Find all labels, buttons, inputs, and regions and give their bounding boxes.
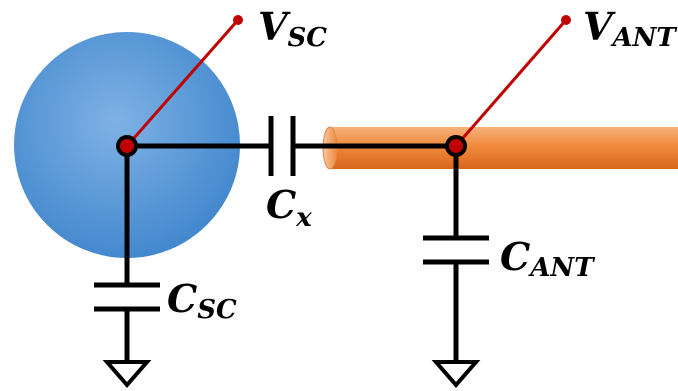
voltage-probes bbox=[125, 19, 568, 147]
ground-symbol-ant bbox=[431, 360, 481, 389]
label-v-ant: VANT bbox=[583, 4, 677, 53]
probe-tip-vant bbox=[561, 15, 571, 25]
label-v-sc: VSC bbox=[258, 4, 327, 53]
label-c-ant: CANT bbox=[500, 234, 595, 283]
probe-tip-vsc bbox=[233, 15, 243, 25]
capacitor-csc bbox=[94, 282, 160, 312]
label-c-x: Cx bbox=[266, 182, 312, 233]
ground-symbol-sc bbox=[102, 360, 152, 389]
capacitor-cx bbox=[268, 116, 296, 176]
label-c-sc: CSC bbox=[167, 276, 237, 325]
wires bbox=[124, 143, 459, 362]
node-ant bbox=[445, 135, 467, 157]
capacitor-cant bbox=[423, 235, 489, 265]
node-sc bbox=[116, 135, 138, 157]
